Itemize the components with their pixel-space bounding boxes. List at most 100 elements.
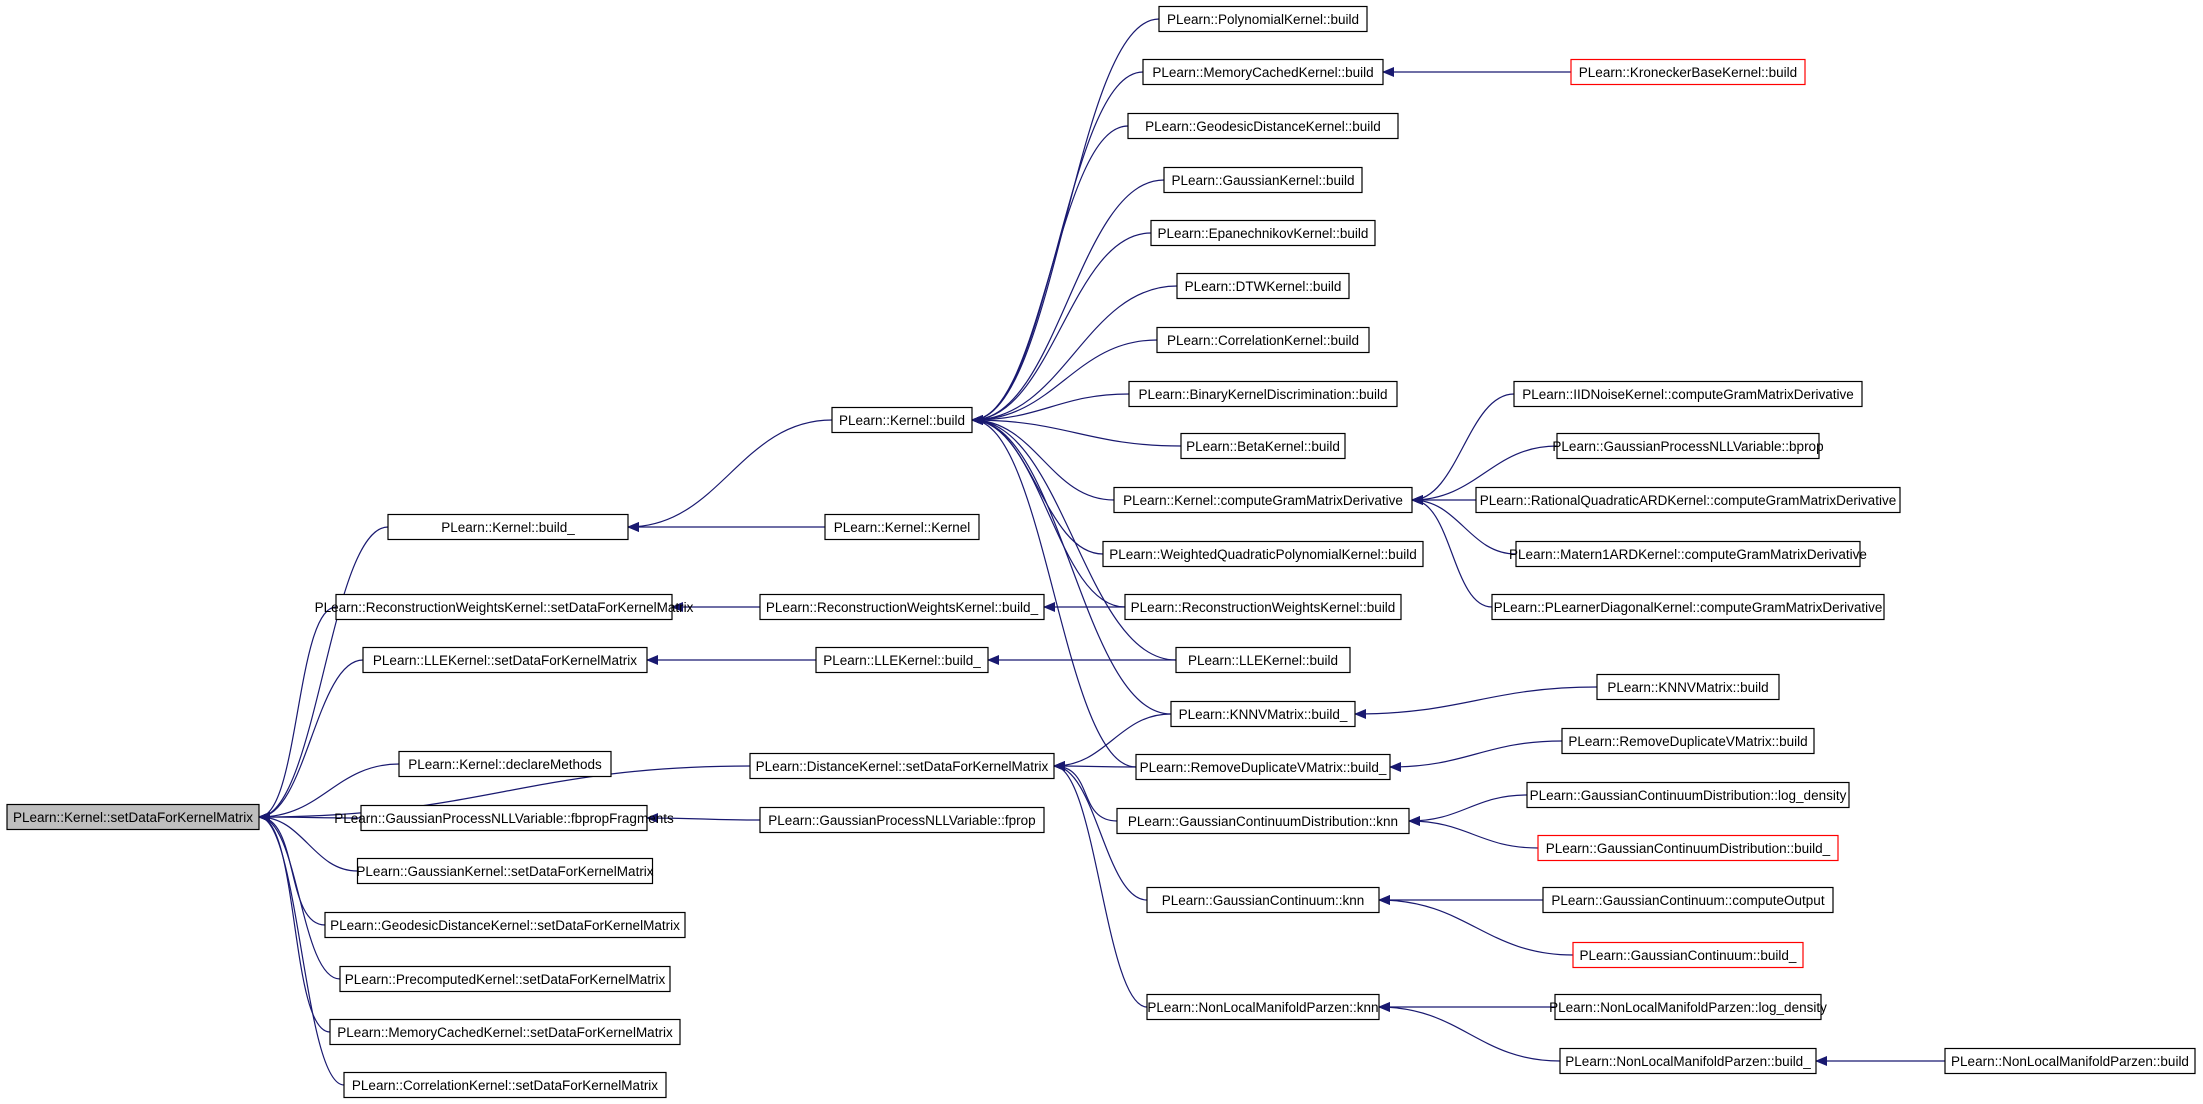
node-cgmd[interactable]: PLearn::Kernel::computeGramMatrixDerivat…	[1113, 486, 1413, 514]
edge-rwk_build-to-kbuild	[971, 415, 1126, 608]
node-label: PLearn::RemoveDuplicateVMatrix::build	[1568, 734, 1807, 749]
node-beta_build[interactable]: PLearn::BetaKernel::build	[1180, 432, 1346, 460]
node-rwk_sdfkm[interactable]: PLearn::ReconstructionWeightsKernel::set…	[315, 593, 694, 621]
node-bkd_build[interactable]: PLearn::BinaryKernelDiscrimination::buil…	[1128, 380, 1398, 408]
node-label: PLearn::NonLocalManifoldParzen::build	[1951, 1054, 2189, 1069]
node-mat_cgmd[interactable]: PLearn::Matern1ARDKernel::computeGramMat…	[1509, 540, 1867, 568]
node-box	[1124, 593, 1402, 621]
node-box	[1570, 58, 1806, 86]
node-pre_sdfkm[interactable]: PLearn::PrecomputedKernel::setDataForKer…	[339, 965, 671, 993]
node-knnv_build[interactable]: PLearn::KNNVMatrix::build	[1596, 673, 1780, 701]
node-label: PLearn::PrecomputedKernel::setDataForKer…	[345, 972, 666, 987]
node-box	[1116, 807, 1410, 835]
node-box	[324, 911, 686, 939]
node-label: PLearn::GaussianContinuum::knn	[1162, 893, 1365, 908]
edge-lle_sdfkm-to-root	[258, 659, 364, 822]
node-nlmp_build_[interactable]: PLearn::NonLocalManifoldParzen::build_	[1559, 1047, 1817, 1075]
node-label: PLearn::GaussianKernel::build	[1171, 173, 1354, 188]
node-rdv_build_[interactable]: PLearn::RemoveDuplicateVMatrix::build_	[1135, 753, 1391, 781]
node-geo_build[interactable]: PLearn::GeodesicDistanceKernel::build	[1127, 112, 1399, 140]
edge-bkd_build-to-kbuild	[971, 393, 1130, 425]
node-box	[759, 593, 1045, 621]
node-box	[1491, 593, 1885, 621]
edge-iid_cgmd-to-cgmd	[1411, 393, 1515, 505]
edge-cgmd-to-kbuild	[971, 415, 1115, 501]
node-box	[6, 803, 260, 831]
node-lle_sdfkm[interactable]: PLearn::LLEKernel::setDataForKernelMatri…	[362, 646, 648, 674]
edge-gcd_logd-to-gcd_knn	[1408, 794, 1528, 826]
node-gc_knn[interactable]: PLearn::GaussianContinuum::knn	[1146, 886, 1380, 914]
node-root[interactable]: PLearn::Kernel::setDataForKernelMatrix	[6, 803, 260, 831]
node-gcd_build_[interactable]: PLearn::GaussianContinuumDistribution::b…	[1537, 834, 1839, 862]
node-corr_sdfkm[interactable]: PLearn::CorrelationKernel::setDataForKer…	[343, 1071, 667, 1099]
node-kbuild_[interactable]: PLearn::Kernel::build_	[387, 513, 629, 541]
node-rqard_cgmd[interactable]: PLearn::RationalQuadraticARDKernel::comp…	[1475, 486, 1901, 514]
node-geo_sdfkm[interactable]: PLearn::GeodesicDistanceKernel::setDataF…	[324, 911, 686, 939]
node-nlmp_build[interactable]: PLearn::NonLocalManifoldParzen::build	[1944, 1047, 2196, 1075]
edge-pre_sdfkm-to-root	[258, 812, 341, 980]
node-label: PLearn::GaussianContinuumDistribution::l…	[1530, 788, 1847, 803]
node-box	[1146, 886, 1380, 914]
node-dist_sdfkm[interactable]: PLearn::DistanceKernel::setDataForKernel…	[749, 752, 1055, 780]
node-label: PLearn::GeodesicDistanceKernel::build	[1145, 119, 1381, 134]
edge-poly_build-to-kbuild	[971, 18, 1160, 425]
node-label: PLearn::GaussianContinuumDistribution::b…	[1546, 841, 1831, 856]
node-declare[interactable]: PLearn::Kernel::declareMethods	[398, 750, 612, 778]
node-box	[339, 965, 671, 993]
node-label: PLearn::KroneckerBaseKernel::build	[1579, 65, 1797, 80]
node-gpnll_fprop[interactable]: PLearn::GaussianProcessNLLVariable::fpro…	[759, 806, 1045, 834]
node-mc_sdfkm[interactable]: PLearn::MemoryCachedKernel::setDataForKe…	[329, 1018, 681, 1046]
node-box	[1175, 646, 1351, 674]
node-rwk_build_[interactable]: PLearn::ReconstructionWeightsKernel::bui…	[759, 593, 1045, 621]
node-box	[387, 513, 629, 541]
node-epa_build[interactable]: PLearn::EpanechnikovKernel::build	[1150, 219, 1376, 247]
edge-gpnll_fprop-to-gpnll_fbf	[646, 813, 761, 824]
node-label: PLearn::Kernel::Kernel	[834, 520, 971, 535]
node-label: PLearn::NonLocalManifoldParzen::log_dens…	[1549, 1000, 1827, 1015]
node-gk_sdfkm[interactable]: PLearn::GaussianKernel::setDataForKernel…	[356, 857, 654, 885]
node-lle_build_[interactable]: PLearn::LLEKernel::build_	[815, 646, 989, 674]
node-kron_build[interactable]: PLearn::KroneckerBaseKernel::build	[1570, 58, 1806, 86]
node-iid_cgmd[interactable]: PLearn::IIDNoiseKernel::computeGramMatri…	[1513, 380, 1863, 408]
edge-gk_sdfkm-to-root	[258, 812, 358, 872]
node-nlmp_logd[interactable]: PLearn::NonLocalManifoldParzen::log_dens…	[1549, 993, 1827, 1021]
node-box	[1561, 727, 1815, 755]
node-label: PLearn::ReconstructionWeightsKernel::set…	[315, 600, 694, 615]
edge-dtw_build-to-kbuild	[971, 285, 1178, 425]
node-label: PLearn::GaussianProcessNLLVariable::fbpr…	[334, 811, 674, 826]
edge-rdv_build-to-rdv_build_	[1389, 740, 1563, 772]
node-rwk_build[interactable]: PLearn::ReconstructionWeightsKernel::bui…	[1124, 593, 1402, 621]
node-pld_cgmd[interactable]: PLearn::PLearnerDiagonalKernel::computeG…	[1491, 593, 1885, 621]
node-label: PLearn::GaussianContinuumDistribution::k…	[1128, 814, 1398, 829]
node-gc_out[interactable]: PLearn::GaussianContinuum::computeOutput	[1542, 886, 1834, 914]
node-box	[1572, 941, 1804, 969]
node-corr_build[interactable]: PLearn::CorrelationKernel::build	[1156, 326, 1370, 354]
node-knnv_build_[interactable]: PLearn::KNNVMatrix::build_	[1170, 700, 1356, 728]
node-poly_build[interactable]: PLearn::PolynomialKernel::build	[1158, 5, 1368, 33]
node-kbuild[interactable]: PLearn::Kernel::build	[831, 406, 973, 434]
node-label: PLearn::RationalQuadraticARDKernel::comp…	[1480, 493, 1896, 508]
node-gc_build_[interactable]: PLearn::GaussianContinuum::build_	[1572, 941, 1804, 969]
node-gk_build[interactable]: PLearn::GaussianKernel::build	[1163, 166, 1363, 194]
node-box	[1554, 993, 1822, 1021]
node-gpnll_fbf[interactable]: PLearn::GaussianProcessNLLVariable::fbpr…	[334, 804, 674, 832]
node-mc_build[interactable]: PLearn::MemoryCachedKernel::build	[1142, 58, 1384, 86]
node-wqp_build[interactable]: PLearn::WeightedQuadraticPolynomialKerne…	[1102, 540, 1424, 568]
node-nlmp_knn[interactable]: PLearn::NonLocalManifoldParzen::knn	[1146, 993, 1380, 1021]
node-kkernel[interactable]: PLearn::Kernel::Kernel	[824, 513, 980, 541]
node-lle_build[interactable]: PLearn::LLEKernel::build	[1175, 646, 1351, 674]
node-dtw_build[interactable]: PLearn::DTWKernel::build	[1176, 272, 1350, 300]
node-box	[1113, 486, 1413, 514]
node-label: PLearn::LLEKernel::build_	[823, 653, 981, 668]
node-label: PLearn::BinaryKernelDiscrimination::buil…	[1138, 387, 1387, 402]
node-box	[1515, 540, 1861, 568]
node-gcd_logd[interactable]: PLearn::GaussianContinuumDistribution::l…	[1526, 781, 1850, 809]
node-box	[1542, 886, 1834, 914]
node-gcd_knn[interactable]: PLearn::GaussianContinuumDistribution::k…	[1116, 807, 1410, 835]
node-rdv_build[interactable]: PLearn::RemoveDuplicateVMatrix::build	[1561, 727, 1815, 755]
node-gpnll_bprop[interactable]: PLearn::GaussianProcessNLLVariable::bpro…	[1552, 432, 1824, 460]
edge-knnv_build_-to-dist_sdfkm	[1053, 713, 1172, 771]
node-label: PLearn::MemoryCachedKernel::build	[1152, 65, 1373, 80]
edge-knnv_build_-to-kbuild	[971, 415, 1172, 715]
